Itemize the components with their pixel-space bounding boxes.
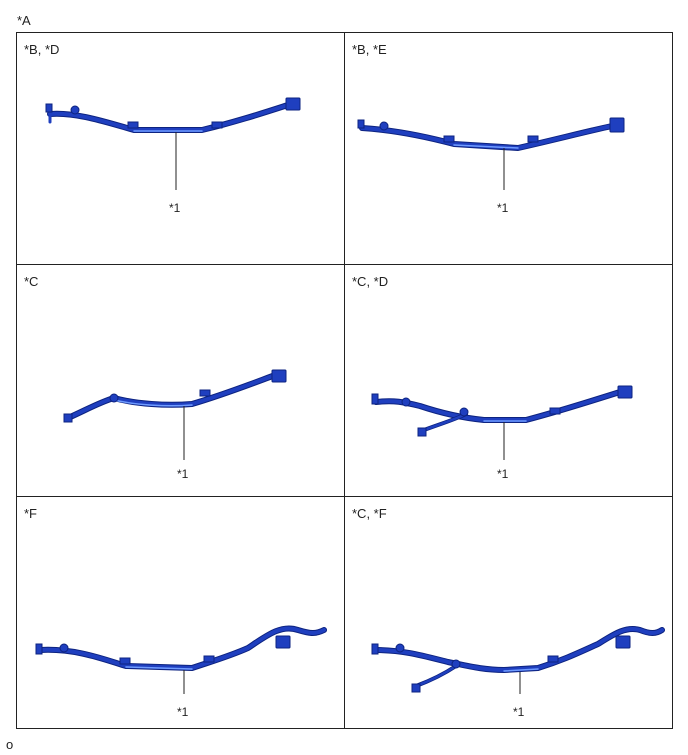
figure-label: *A [17,13,31,28]
panel-label: *C, *F [352,506,387,521]
callout-label: *1 [513,705,525,719]
panel-b-d: *B, *D *1 [16,32,344,264]
wire-harness-drawing [35,625,327,694]
wire-harness-drawing [45,97,301,190]
panel-label: *C, *D [352,274,389,289]
harness-variant-grid: *B, *D *1 *B, *E [16,32,673,729]
panel-label: *F [24,506,37,521]
wire-harness-drawing [63,369,287,460]
panel-b-e: *B, *E *1 [344,32,672,264]
grid-divider-vertical [344,32,345,728]
footer-mark: o [6,737,14,752]
wire-harness-drawing [357,117,625,190]
grid-divider-horizontal-1 [16,264,672,265]
callout-label: *1 [177,467,189,481]
panel-label: *B, *D [24,42,60,57]
panel-label: *C [24,274,39,289]
wire-harness-drawing [371,626,665,694]
grid-divider-horizontal-2 [16,496,672,497]
callout-label: *1 [497,201,509,215]
panel-c-d: *C, *D *1 [344,264,672,496]
panel-f: *F *1 [16,496,344,728]
wire-harness-drawing [371,385,633,460]
callout-label: *1 [169,201,181,215]
panel-label: *B, *E [352,42,387,57]
panel-c-f: *C, *F *1 [344,496,672,728]
panel-c: *C *1 [16,264,344,496]
callout-label: *1 [177,705,189,719]
callout-label: *1 [497,467,509,481]
